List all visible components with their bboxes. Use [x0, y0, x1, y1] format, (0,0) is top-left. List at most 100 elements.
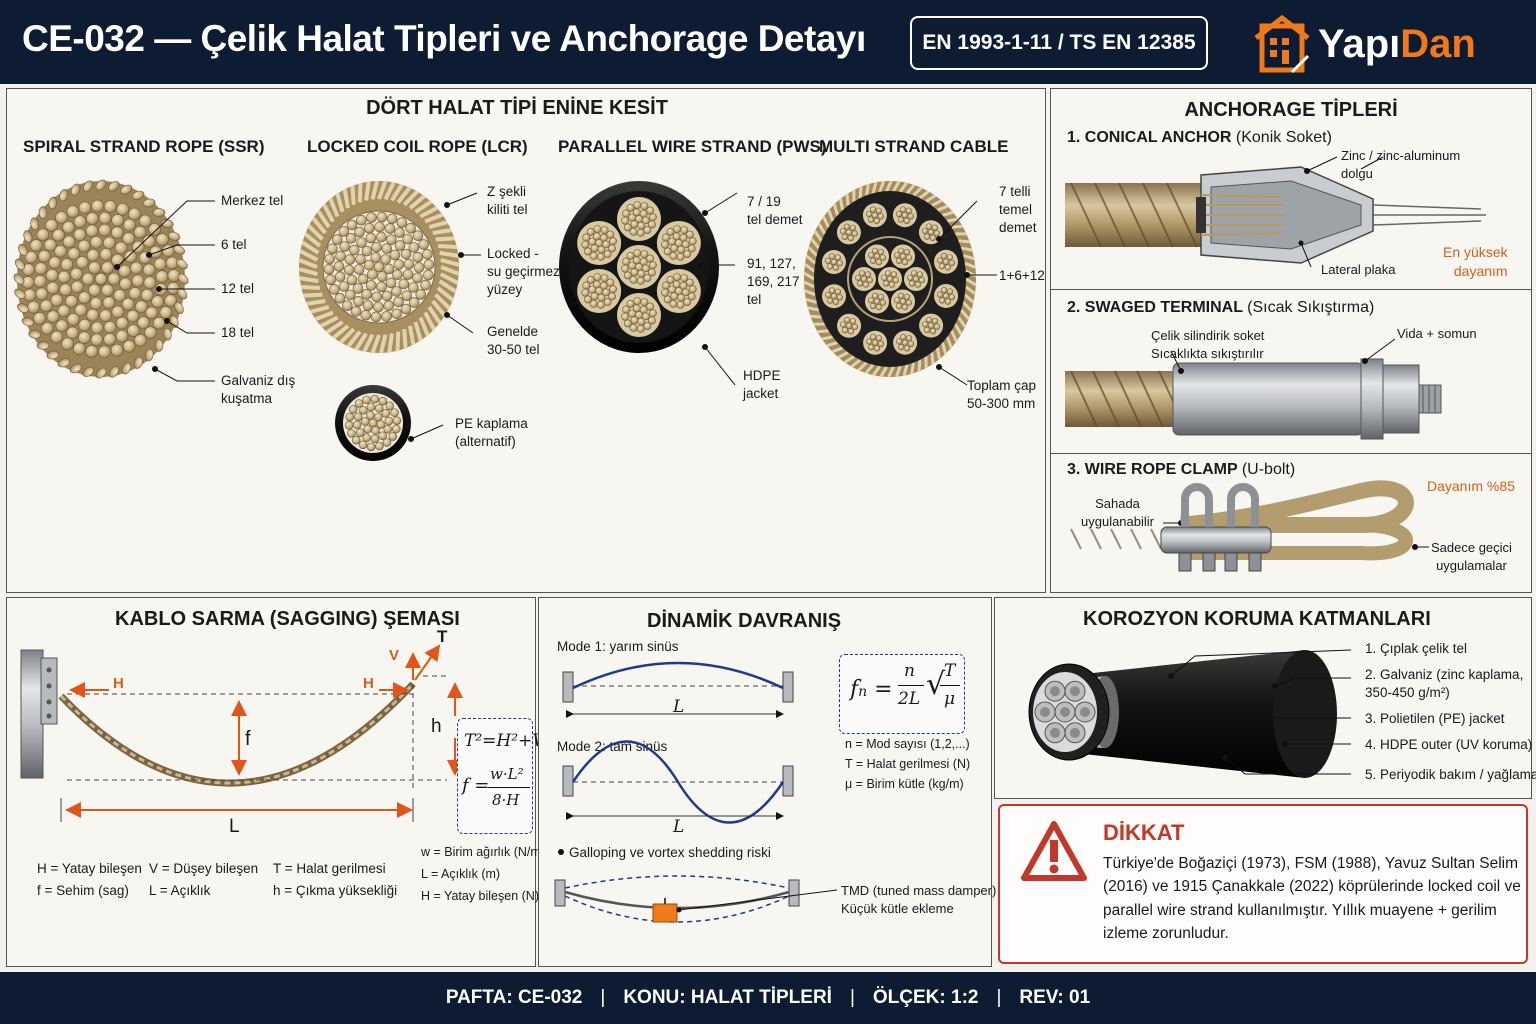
corrosion-panel: KOROZYON KORUMA KATMANLARI 1. Çıplak çel… [994, 597, 1536, 799]
sag-symbol-h: h [431, 716, 442, 737]
pws-label-wires: 91, 127, 169, 217 tel [747, 256, 800, 308]
anchorage-divider-1 [1051, 289, 1531, 290]
freq-formula-n: n [904, 661, 915, 681]
sag-legend-f: f = Sehim (sag) [37, 883, 129, 898]
cross-section-leaders [114, 192, 997, 442]
ssr-label-galvanized: Galvaniz dış kuşatma [221, 373, 296, 407]
freq-formula-T: T [944, 661, 956, 681]
footer-rev: REV: 01 [1019, 987, 1091, 1008]
cross-sections-panel: DÖRT HALAT TİPİ ENİNE KESİT SPIRAL STRAN… [6, 88, 1046, 593]
freq-formula-bar2 [940, 685, 960, 686]
clamp-label-temp: Sadece geçici uygulamalar [1431, 540, 1512, 573]
swaged-terminal-drawing [1065, 358, 1442, 440]
sag-symbol-T: T [437, 627, 448, 646]
sag-legend-h: h = Çıkma yüksekliği [273, 883, 398, 898]
building-logo-icon [1254, 14, 1310, 74]
msc-section-drawing [803, 180, 977, 378]
footer-scale: ÖLÇEK: 1:2 [872, 987, 979, 1008]
swaged-label-nut: Vida + somun [1397, 326, 1477, 341]
dynamic-formula-box: fn = n 2L √ T μ [839, 654, 965, 734]
lcr-pe-section-drawing [335, 385, 411, 461]
standard-badge: EN 1993-1-11 / TS EN 12385 [910, 16, 1208, 70]
sag-formula-sag-den: 8·H [492, 791, 520, 809]
freq-formula-bar1 [898, 685, 924, 686]
pws-section-drawing [559, 181, 719, 353]
anchorage-divider-2 [1051, 453, 1531, 454]
sagging-title: KABLO SARMA (SAGGING) ŞEMASI [115, 608, 460, 630]
swaged-title: 2. SWAGED TERMINAL (Sıcak Sıkıştırma) [1067, 299, 1375, 316]
wire-rope-clamp-drawing [1065, 480, 1414, 572]
lcr-label-count: Genelde 30-50 tel [487, 324, 540, 358]
conical-note: En yüksek dayanım [1443, 244, 1508, 279]
freq-legend-T: T = Halat gerilmesi (N) [845, 757, 971, 771]
conical-label-plate: Lateral plaka [1321, 262, 1396, 277]
sag-formula-legend-L: L = Açıklık (m) [421, 867, 501, 881]
corrosion-layers-drawing [1028, 650, 1337, 778]
corrosion-title: KOROZYON KORUMA KATMANLARI [1083, 608, 1431, 630]
footer-subject: KONU: HALAT TİPLERİ [623, 987, 832, 1008]
corrosion-layer-3: 3. Polietilen (PE) jacket [1365, 711, 1505, 726]
sag-formula-tension: T²=H²+V² [464, 731, 552, 751]
warning-icon [1021, 821, 1087, 881]
sag-formula-legend-H: H = Yatay bileşen (N) [421, 889, 539, 903]
warning-text: Türkiye'de Boğaziçi (1973), FSM (1988), … [1103, 855, 1521, 942]
ssr-section-drawing [13, 179, 189, 379]
freq-legend-mu: μ = Birim kütle (kg/m) [845, 777, 964, 791]
tmd-label: TMD (tuned mass damper) Küçük kütle ekle… [841, 883, 997, 916]
sag-legend-H: H = Yatay bileşen [37, 861, 142, 876]
sag-symbol-f: f [245, 728, 251, 750]
msc-label-diameter: Toplam çap 50-300 mm [967, 378, 1037, 412]
pws-title: PARALLEL WIRE STRAND (PWS) [558, 137, 827, 156]
swaged-label-socket: Çelik silindirik soket Sıcaklıkta sıkışt… [1151, 328, 1265, 361]
conical-anchor-drawing [1065, 156, 1486, 268]
conical-label-fill: Zinc / zinc-aluminum dolgu [1341, 148, 1461, 181]
dynamic-title: DİNAMİK DAVRANIŞ [647, 610, 842, 632]
logo-text: YapıDan [1318, 22, 1476, 66]
sagging-panel: KABLO SARMA (SAGGING) ŞEMASI H H V T f h… [6, 597, 551, 967]
msc-label-bundle: 7 telli temel demet [999, 184, 1037, 236]
freq-formula-lhs: fn = [850, 677, 893, 702]
sag-legend-L: L = Açıklık [149, 883, 211, 898]
galloping-risk-label: Galloping ve vortex shedding riski [569, 845, 771, 860]
lcr-label-z: Z şekli kiliti tel [487, 184, 528, 218]
clamp-title: 3. WIRE ROPE CLAMP (U-bolt) [1067, 461, 1296, 478]
anchorage-title: ANCHORAGE TİPLERİ [1184, 99, 1398, 121]
ssr-label-center: Merkez tel [221, 193, 284, 208]
mode1-L: L [673, 697, 685, 717]
sag-formula-box: T²=H²+V² f = w·L² 8·H [457, 718, 551, 834]
corrosion-layer-5: 5. Periyodik bakım / yağlama [1365, 767, 1536, 782]
cross-sections-title: DÖRT HALAT TİPİ ENİNE KESİT [366, 97, 668, 119]
mode2-L: L [673, 817, 685, 837]
conical-title: 1. CONICAL ANCHOR (Konik Soket) [1067, 129, 1332, 146]
company-logo: YapıDan [1252, 14, 1512, 74]
msc-label-config: 1+6+12 [999, 268, 1045, 283]
freq-formula-sqrt: √ [926, 667, 946, 702]
sag-formula-bar [488, 787, 530, 788]
ssr-label-6: 6 tel [221, 237, 247, 252]
ssr-title: SPIRAL STRAND ROPE (SSR) [23, 137, 265, 156]
header: CE-032 — Çelik Halat Tipleri ve Anchorag… [0, 0, 1536, 84]
sag-symbol-L: L [229, 816, 240, 837]
pws-label-hdpe: HDPE jacket [743, 368, 781, 402]
dynamic-diagram [554, 661, 838, 923]
corrosion-layer-1: 1. Çıplak çelik tel [1365, 641, 1468, 656]
lcr-title: LOCKED COIL ROPE (LCR) [307, 137, 528, 156]
ssr-label-12: 12 tel [221, 281, 255, 296]
freq-formula-2L: 2L [898, 689, 921, 709]
anchorage-panel: ANCHORAGE TİPLERİ 1. CONICAL ANCHOR (Kon… [1050, 88, 1532, 593]
clamp-label-field: Sahada uygulanabilir [1081, 496, 1154, 529]
lcr-section-drawing [298, 180, 460, 354]
freq-formula-mu: μ [944, 689, 956, 709]
ssr-label-18: 18 tel [221, 325, 255, 340]
clamp-note: Dayanım %85 [1427, 478, 1515, 494]
sag-formula-sag-num: w·L² [490, 765, 524, 783]
lcr-label-pe: PE kaplama (alternatif) [455, 416, 528, 450]
page-title: CE-032 — Çelik Halat Tipleri ve Anchorag… [22, 18, 866, 59]
sag-symbol-H-left: H [113, 675, 124, 692]
corrosion-layer-4: 4. HDPE outer (UV koruma) [1365, 737, 1533, 752]
sag-formula-legend-w: w = Birim ağırlık (N/m) [421, 845, 545, 859]
sagging-diagram [20, 644, 463, 822]
pws-label-bundle: 7 / 19 tel demet [747, 194, 803, 228]
mode1-label: Mode 1: yarım sinüs [557, 639, 679, 654]
sag-legend-V: V = Düşey bileşen [149, 861, 259, 876]
